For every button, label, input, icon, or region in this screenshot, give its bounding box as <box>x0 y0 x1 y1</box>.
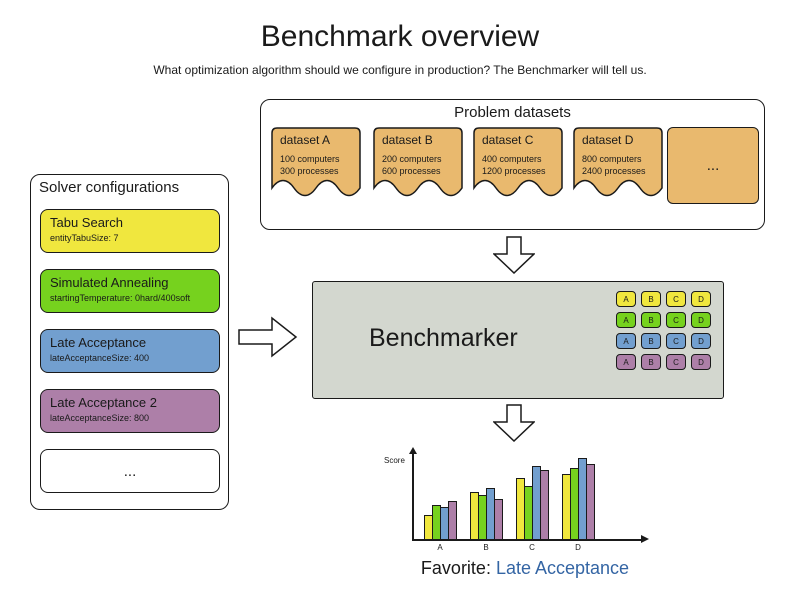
arrow-benchmarker-to-results-icon <box>493 404 535 442</box>
solver-card-more: ... <box>40 449 220 493</box>
solver-card-tabu-search: Tabu Search entityTabuSize: 7 <box>40 209 220 253</box>
dataset-computers: 200 computers <box>382 154 442 164</box>
solver-name: Late Acceptance 2 <box>50 395 157 410</box>
bar-c-late-acceptance-2 <box>540 470 549 539</box>
benchmark-cell-a: A <box>616 291 636 307</box>
benchmark-cell-c: C <box>666 333 686 349</box>
dataset-computers: 400 computers <box>482 154 542 164</box>
dataset-processes: 600 processes <box>382 166 441 176</box>
arrow-datasets-to-benchmarker-icon <box>493 236 535 274</box>
benchmark-result-chart: Score A B C D <box>378 447 650 556</box>
dataset-card-a: dataset A 100 computers 300 processes <box>271 127 361 207</box>
document-shape-icon <box>573 127 663 197</box>
dataset-card-c: dataset C 400 computers 1200 processes <box>473 127 563 207</box>
benchmarker-label: Benchmarker <box>369 324 518 352</box>
solver-card-simulated-annealing: Simulated Annealing startingTemperature:… <box>40 269 220 313</box>
solver-detail: startingTemperature: 0hard/400soft <box>50 293 191 303</box>
chart-ylabel: Score <box>384 456 405 465</box>
benchmark-cell-d: D <box>691 312 711 328</box>
page-title: Benchmark overview <box>260 20 540 53</box>
benchmark-cell-a: A <box>616 354 636 370</box>
chart-category-label: C <box>529 543 535 552</box>
favorite-value: Late Acceptance <box>495 558 630 578</box>
dataset-card-more: ... <box>667 127 759 204</box>
benchmark-cell-b: B <box>641 291 661 307</box>
solver-name: Late Acceptance <box>50 335 147 350</box>
benchmark-cell-a: A <box>616 333 636 349</box>
benchmark-cell-c: C <box>666 312 686 328</box>
chart-category-label: B <box>483 543 489 552</box>
y-axis-arrow-icon <box>409 447 417 454</box>
bar-group-b: B <box>470 488 503 552</box>
solver-detail: lateAcceptanceSize: 800 <box>50 413 150 423</box>
document-shape-icon <box>271 127 361 197</box>
benchmark-cell-b: B <box>641 354 661 370</box>
dataset-title: dataset C <box>482 133 534 147</box>
dataset-title: dataset B <box>382 133 433 147</box>
page-subtitle: What optimization algorithm should we co… <box>153 63 647 77</box>
dataset-processes: 2400 processes <box>582 166 646 176</box>
chart-bar-area: A B C D <box>424 448 595 552</box>
bar-d-late-acceptance-2 <box>586 464 595 539</box>
chart-category-label: A <box>437 543 443 552</box>
benchmark-cell-c: C <box>666 291 686 307</box>
bar-a-late-acceptance-2 <box>448 501 457 539</box>
solver-name: Tabu Search <box>50 215 123 230</box>
benchmark-cell-c: C <box>666 354 686 370</box>
document-shape-icon <box>373 127 463 197</box>
datasets-panel-title: Problem datasets <box>454 104 571 121</box>
solver-detail: entityTabuSize: 7 <box>50 233 119 243</box>
solver-configurations-panel: Solver configurations Tabu Search entity… <box>30 174 229 510</box>
dataset-card-d: dataset D 800 computers 2400 processes <box>573 127 663 207</box>
dataset-computers: 100 computers <box>280 154 340 164</box>
favorite-prefix: Favorite: <box>420 558 496 578</box>
solver-card-late-acceptance: Late Acceptance lateAcceptanceSize: 400 <box>40 329 220 373</box>
favorite-line: Favorite: Late Acceptance <box>330 558 720 579</box>
problem-datasets-panel: Problem datasets dataset A 100 computers… <box>260 99 765 230</box>
x-axis <box>412 539 642 541</box>
dataset-title: dataset D <box>582 133 634 147</box>
solver-detail: lateAcceptanceSize: 400 <box>50 353 150 363</box>
dataset-computers: 800 computers <box>582 154 642 164</box>
dataset-processes: 1200 processes <box>482 166 546 176</box>
chart-category-label: D <box>575 543 581 552</box>
benchmark-cell-a: A <box>616 312 636 328</box>
benchmark-cell-d: D <box>691 291 711 307</box>
bar-group-c: C <box>516 466 549 552</box>
bar-group-a: A <box>424 501 457 552</box>
solver-name: Simulated Annealing <box>50 275 169 290</box>
solver-card-late-acceptance-2: Late Acceptance 2 lateAcceptanceSize: 80… <box>40 389 220 433</box>
benchmark-cell-b: B <box>641 333 661 349</box>
benchmark-cell-d: D <box>691 354 711 370</box>
y-axis <box>412 453 414 540</box>
benchmark-cell-d: D <box>691 333 711 349</box>
solver-name: ... <box>123 462 137 480</box>
bar-b-late-acceptance-2 <box>494 499 503 539</box>
document-shape-icon <box>473 127 563 197</box>
bar-group-d: D <box>562 458 595 552</box>
benchmark-cell-b: B <box>641 312 661 328</box>
dataset-processes: 300 processes <box>280 166 339 176</box>
dataset-title: dataset A <box>280 133 331 147</box>
solver-panel-title: Solver configurations <box>39 179 180 196</box>
arrow-solvers-to-benchmarker-icon <box>238 316 298 358</box>
dataset-card-b: dataset B 200 computers 600 processes <box>373 127 463 207</box>
x-axis-arrow-icon <box>641 535 649 543</box>
